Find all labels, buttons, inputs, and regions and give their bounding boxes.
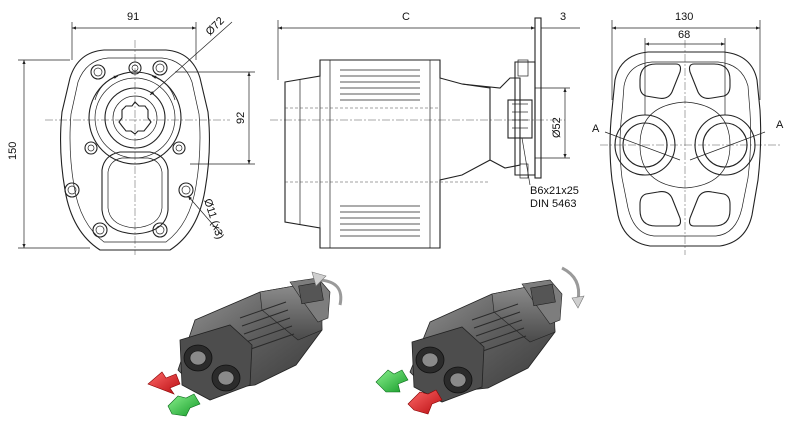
side-view: C 3 Ø52 B6x21x25 DIN 5463 xyxy=(270,11,580,249)
length-c-dim: C xyxy=(402,11,410,23)
port-spacing-dim: 68 xyxy=(678,29,690,41)
shaft-spec-line1: B6x21x25 xyxy=(530,185,579,197)
overall-height-dim: 150 xyxy=(7,142,19,160)
front-view: 91 Ø72 150 92 Ø11 (x3) xyxy=(7,11,255,255)
bolt-spacing-dim: 92 xyxy=(235,112,247,124)
port-label-right: A xyxy=(776,119,784,131)
flange-thk-dim: 3 xyxy=(560,11,566,23)
rear-view: A A 130 68 xyxy=(592,11,784,255)
shaft-spec-line2: DIN 5463 xyxy=(530,198,576,210)
rear-width-dim: 130 xyxy=(675,11,693,23)
outlet-arrow-red xyxy=(407,389,443,415)
inlet-arrow-red xyxy=(147,371,181,395)
bolt-hole-dia-dim: Ø11 (x3) xyxy=(201,197,225,241)
inlet-arrow-green xyxy=(375,369,409,393)
front-width-dim: 91 xyxy=(127,11,139,23)
hole-circle-dia-dim: Ø72 xyxy=(204,15,227,38)
outlet-arrow-green xyxy=(167,393,201,417)
pump-render-right xyxy=(375,266,585,415)
pilot-dia-dim: Ø52 xyxy=(551,117,563,138)
port-label-left: A xyxy=(592,123,600,135)
pump-render-left xyxy=(147,271,343,417)
